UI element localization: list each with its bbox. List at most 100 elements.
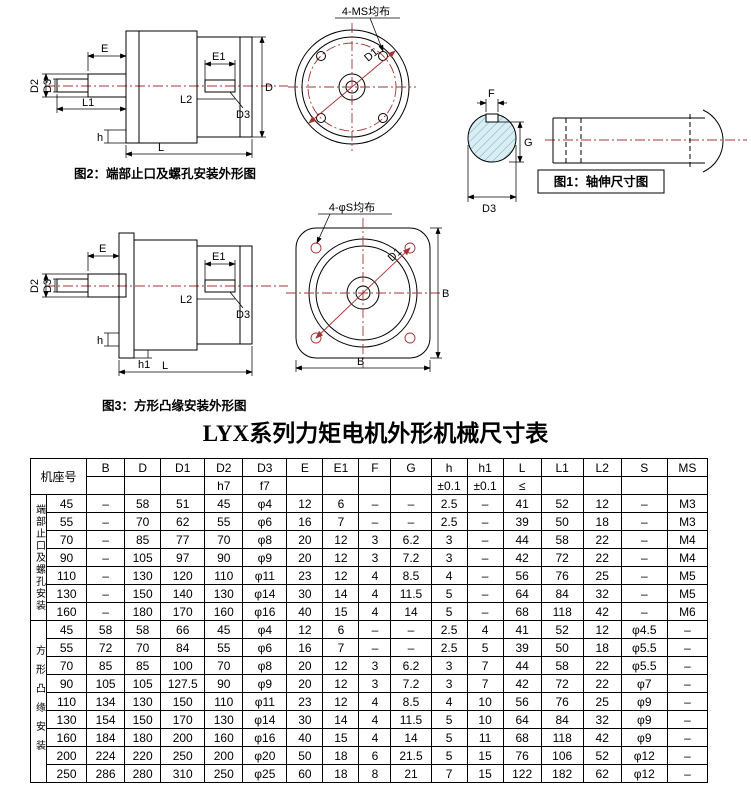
value-cell: 118 [540,602,584,621]
value-cell: 310 [160,764,206,783]
value-cell: 6.2 [390,656,432,675]
value-cell: 14 [322,584,360,603]
value-cell: 58 [540,656,584,675]
value-cell: 76 [540,692,584,711]
value-cell: – [666,620,709,639]
value-cell: 12 [322,530,360,549]
value-cell: 42 [502,548,542,567]
value-cell: 50 [540,512,584,531]
value-cell: 2.5 [430,638,468,657]
frame-size-cell: 70 [46,656,88,675]
col-header-frame-size: 机座号 [29,458,88,495]
frame-size-cell: 70 [46,530,88,549]
value-cell: 5 [430,602,468,621]
fig3-dim-D1: D1 [386,246,404,264]
value-cell: 105 [124,548,162,567]
value-cell: φ14 [242,584,288,603]
frame-size-cell: 90 [46,548,88,567]
value-cell: – [86,566,126,585]
col-subheader [390,476,432,495]
value-cell: – [466,494,504,513]
value-cell: 50 [540,638,584,657]
value-cell: 130 [124,692,162,711]
value-cell: φ9 [242,548,288,567]
value-cell: 15 [322,728,360,747]
value-cell: 58 [124,494,162,513]
value-cell: 22 [582,656,622,675]
value-cell: 154 [86,710,126,729]
value-cell: 11.5 [390,584,432,603]
value-cell: – [666,710,709,729]
value-cell: 16 [286,512,324,531]
frame-size-cell: 90 [46,674,88,693]
value-cell: 110 [204,692,244,711]
value-cell: 21 [390,764,432,783]
value-cell: 41 [502,494,542,513]
col-subheader: ±0.1 [430,476,468,495]
value-cell: 3 [358,548,392,567]
frame-size-cell: 45 [46,494,88,513]
value-cell: 280 [124,764,162,783]
value-cell: – [666,638,709,657]
value-cell: M3 [666,512,709,531]
value-cell: 15 [466,746,504,765]
fig3-dim-L2: L2 [180,294,192,306]
value-cell: 8 [358,764,392,783]
value-cell: 224 [86,746,126,765]
fig2-side-view: E L1 D2 D3 E1 D3 D L2 L [29,30,288,181]
value-cell: φ8 [242,530,288,549]
value-cell: 66 [160,620,206,639]
value-cell: 122 [502,764,542,783]
value-cell: 5 [430,728,468,747]
fig1-dim-G: G [524,137,533,149]
value-cell: 85 [124,656,162,675]
fig2-dim-D: D [265,82,273,94]
value-cell: 20 [286,530,324,549]
value-cell: 5 [430,710,468,729]
value-cell: 39 [502,638,542,657]
frame-size-cell: 55 [46,512,88,531]
fig2-dim-L2: L2 [180,94,192,106]
value-cell: 12 [322,656,360,675]
value-cell: 72 [540,674,584,693]
value-cell: – [358,638,392,657]
value-cell: 56 [502,566,542,585]
value-cell: 18 [322,764,360,783]
value-cell: – [86,512,126,531]
value-cell: – [666,692,709,711]
value-cell: 60 [286,764,324,783]
value-cell: 70 [124,512,162,531]
fig2-dim-L: L [158,142,164,154]
value-cell: 64 [502,584,542,603]
value-cell: φ5.5 [620,656,668,675]
value-cell: 6 [322,494,360,513]
value-cell: 18 [322,746,360,765]
value-cell: 70 [124,638,162,657]
col-subheader: h7 [204,476,244,495]
fig3-dim-D2: D2 [29,279,41,293]
col-subheader [582,476,622,495]
value-cell: – [666,656,709,675]
value-cell: 200 [160,728,206,747]
fig1-shaft-view: F G D3 图1：轴伸尺寸图 [467,88,747,215]
value-cell: 85 [86,656,126,675]
value-cell: 5 [466,638,504,657]
value-cell: 11 [466,728,504,747]
value-cell: 56 [502,692,542,711]
value-cell: – [390,494,432,513]
value-cell: 160 [204,728,244,747]
value-cell: 3 [430,674,468,693]
value-cell: 20 [286,674,324,693]
fig2-dim-D3-right: D3 [236,109,250,121]
value-cell: 50 [286,746,324,765]
col-subheader [322,476,360,495]
value-cell: 42 [502,674,542,693]
fig2-dim-E1: E1 [212,51,225,63]
